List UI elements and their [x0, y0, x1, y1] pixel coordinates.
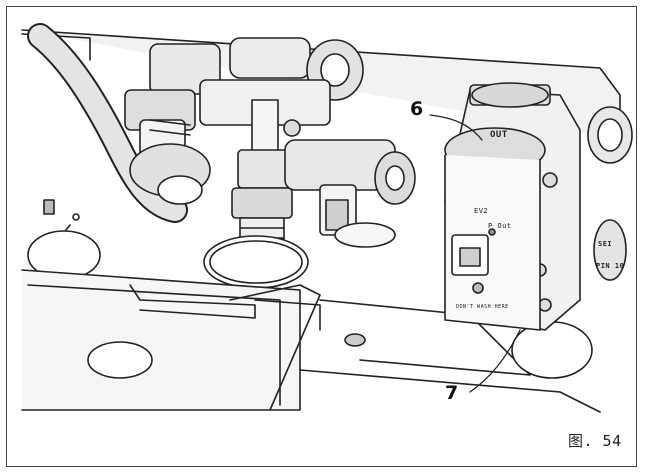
label-side2: PIN 10	[596, 262, 625, 270]
label-side1: SEI	[598, 240, 613, 248]
leader-7	[469, 329, 521, 393]
coil-module	[444, 127, 546, 331]
label-fine: DON'T WASH HERE	[456, 304, 509, 310]
callout-7: 7	[445, 382, 459, 404]
upper-fittings	[199, 37, 364, 137]
small-plug	[27, 199, 101, 280]
label-pout: P Out	[488, 222, 512, 230]
center-stem	[203, 99, 309, 289]
leader-6	[429, 114, 483, 141]
label-out: OUT	[490, 130, 508, 140]
left-pipe-body	[29, 25, 186, 221]
figure-caption: 图. 54	[568, 432, 622, 450]
right-fitting	[284, 139, 416, 248]
left-fitting	[124, 43, 221, 205]
right-openings	[511, 106, 633, 379]
label-ev2: EV2	[474, 207, 489, 215]
callout-6: 6	[410, 98, 424, 120]
